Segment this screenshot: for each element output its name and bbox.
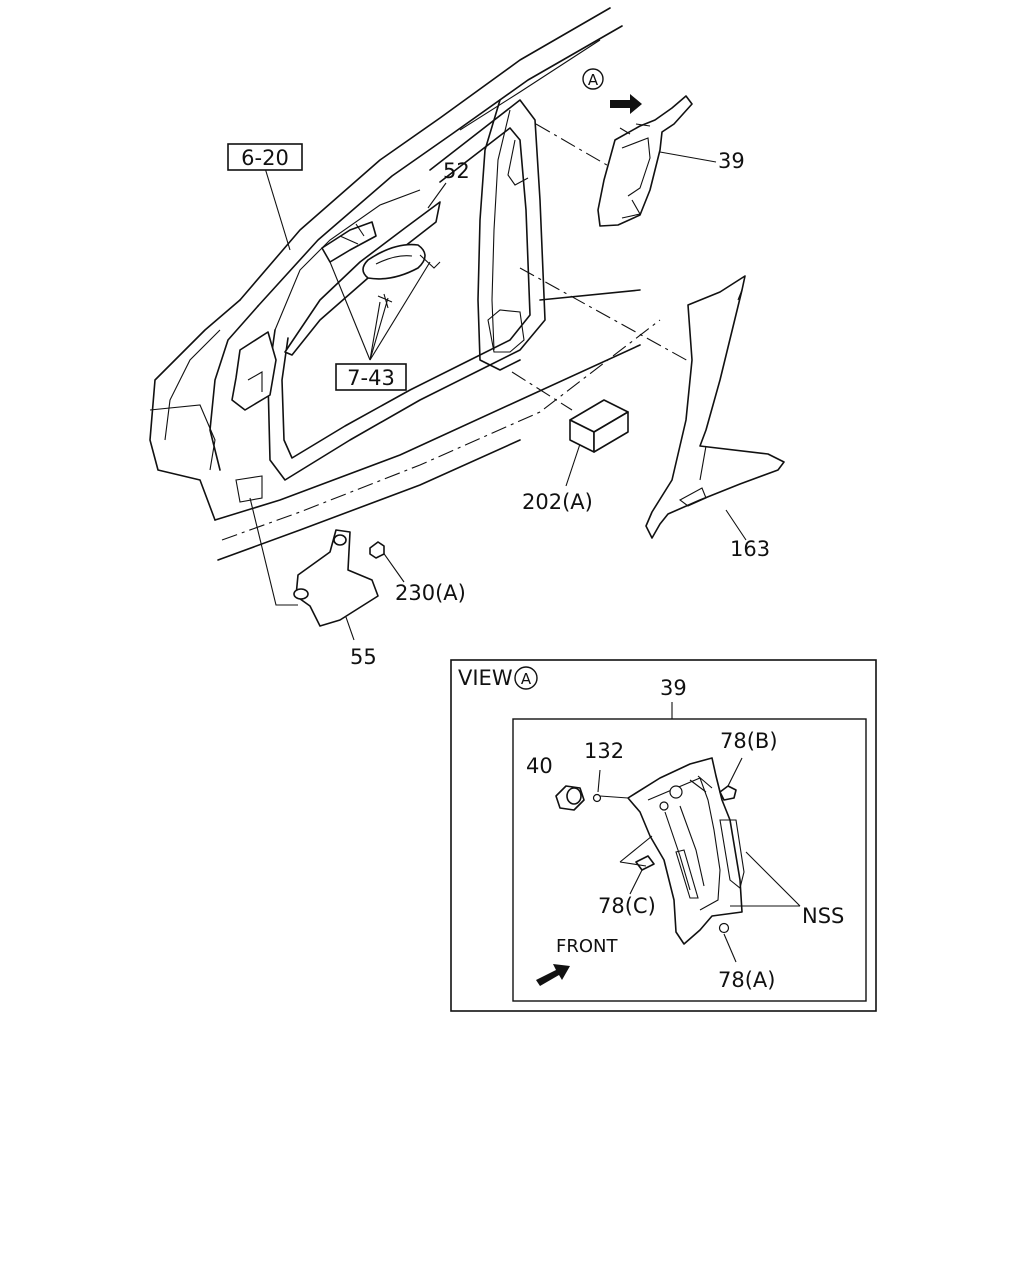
part-78b-label: 78(B) xyxy=(720,729,778,753)
ref-7-43-label: 7-43 xyxy=(347,366,395,390)
nss-label: NSS xyxy=(802,904,844,928)
part-55-label: 55 xyxy=(350,645,377,669)
part-52-roof-trim xyxy=(284,201,441,356)
front-label: FRONT xyxy=(556,936,618,957)
part-40-label: 40 xyxy=(526,754,553,778)
view-title-marker: A xyxy=(521,670,532,688)
part-78a-label: 78(A) xyxy=(718,968,775,992)
ref-6-20-label: 6-20 xyxy=(241,146,289,170)
ref-box-6-20: 6-20 xyxy=(227,143,303,171)
body-side-structure xyxy=(149,7,661,561)
front-arrow-icon xyxy=(536,964,570,986)
part-39-upper-pillar-trim xyxy=(597,95,693,227)
view-a-marker-label: A xyxy=(588,71,599,89)
part-230a-label: 230(A) xyxy=(395,581,466,605)
inset-part-39-label: 39 xyxy=(660,676,687,700)
view-a-inset: VIEW A 39 40 132 78(B) 78(C) xyxy=(450,659,877,1012)
view-a-arrow xyxy=(610,94,642,114)
ref-box-7-43: 7-43 xyxy=(335,363,407,391)
part-78c-label: 78(C) xyxy=(598,894,656,918)
part-52-label: 52 xyxy=(443,159,470,183)
leader-lines-main xyxy=(249,123,747,641)
part-230a-fastener xyxy=(369,541,385,559)
part-132-label: 132 xyxy=(584,739,624,763)
part-202a-label: 202(A) xyxy=(522,490,593,514)
view-title: VIEW xyxy=(458,666,513,690)
part-55-kick-panel xyxy=(293,529,379,627)
part-163-label: 163 xyxy=(730,537,770,561)
part-39-label: 39 xyxy=(718,149,745,173)
part-163-lower-pillar-trim xyxy=(645,275,785,539)
part-202a-block xyxy=(569,399,629,453)
view-a-marker: A xyxy=(582,68,604,90)
